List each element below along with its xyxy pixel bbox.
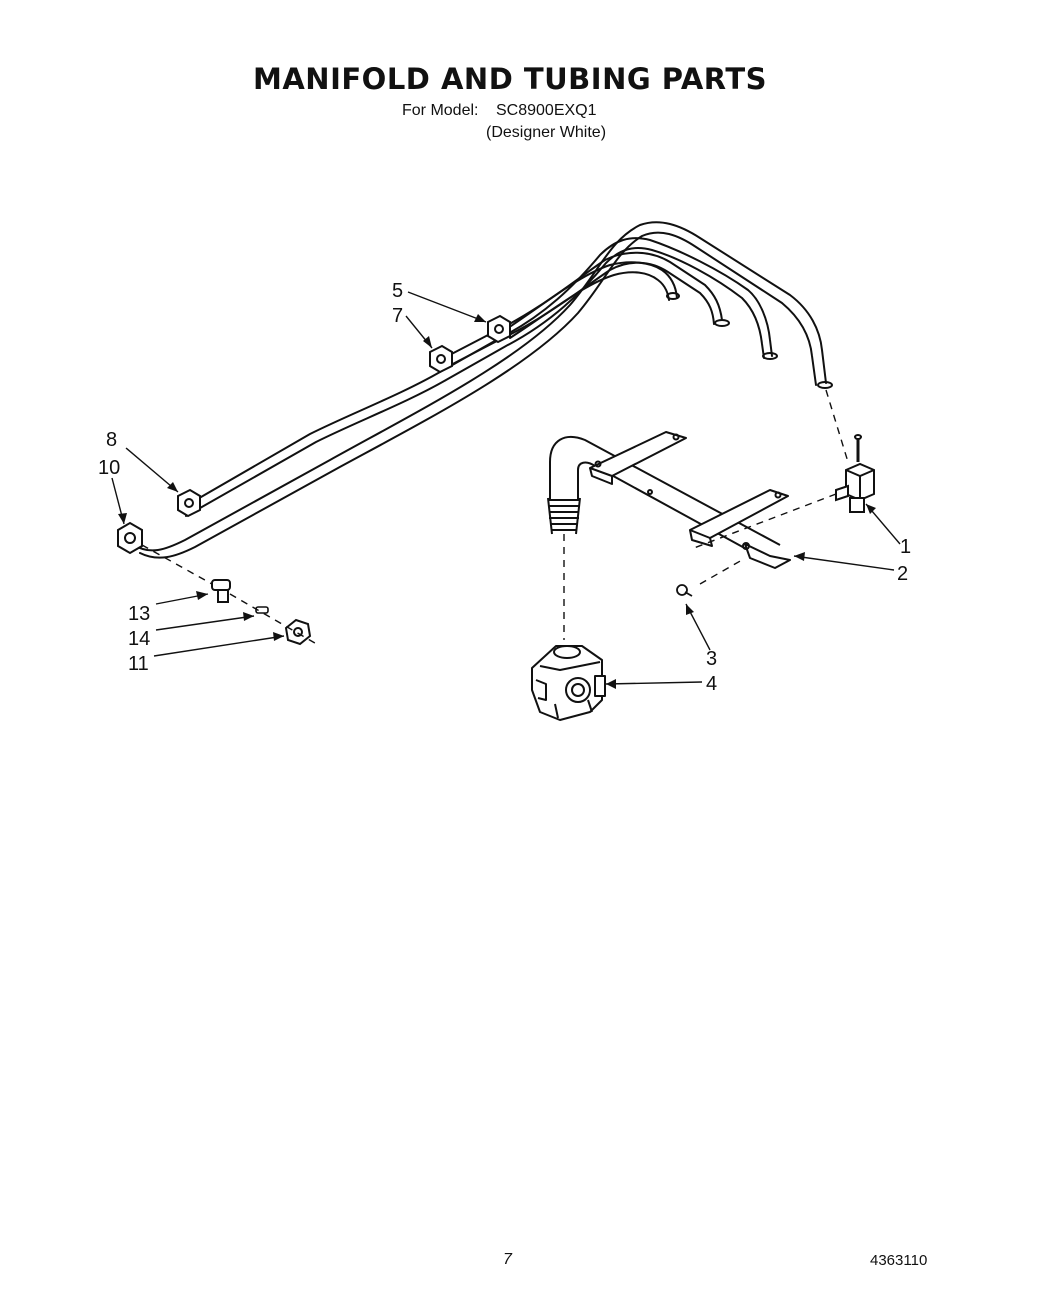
orifice-hood-part xyxy=(211,579,231,603)
callout-10: 10 xyxy=(98,457,120,479)
callout-7: 7 xyxy=(392,305,403,327)
fitting-7 xyxy=(429,344,453,374)
manifold-pipe xyxy=(547,431,791,569)
callout-leaders xyxy=(111,291,901,685)
model-label: For Model: xyxy=(402,102,479,119)
tube-fittings xyxy=(117,314,511,555)
fitting-10 xyxy=(117,521,143,555)
callout-14: 14 xyxy=(128,628,150,650)
orifice-spud-part xyxy=(255,606,269,614)
callout-11: 11 xyxy=(128,653,149,675)
model-number: SC8900EXQ1 xyxy=(496,102,597,119)
fitting-8 xyxy=(177,488,201,518)
valve-part xyxy=(835,434,875,513)
callout-8: 8 xyxy=(106,429,117,451)
page-number: 7 xyxy=(503,1251,512,1268)
callout-4: 4 xyxy=(706,673,717,695)
page-title: MANIFOLD AND TUBING PARTS xyxy=(253,62,767,96)
assembly-lines xyxy=(141,389,849,647)
callout-3: 3 xyxy=(706,648,717,670)
screw-part xyxy=(676,584,693,597)
callout-5: 5 xyxy=(392,280,403,302)
fitting-5 xyxy=(487,314,511,344)
model-finish: (Designer White) xyxy=(486,124,607,141)
regulator-part xyxy=(531,645,606,721)
callout-13: 13 xyxy=(128,603,150,625)
callout-2: 2 xyxy=(897,563,908,585)
manifold-tubing xyxy=(133,221,833,559)
document-number: 4363110 xyxy=(870,1252,928,1269)
model-line: For Model: SC8900EXQ1 xyxy=(402,102,597,120)
tube-nut-part xyxy=(284,618,312,646)
callout-1: 1 xyxy=(900,536,911,558)
callout-arrowheads xyxy=(118,314,876,689)
